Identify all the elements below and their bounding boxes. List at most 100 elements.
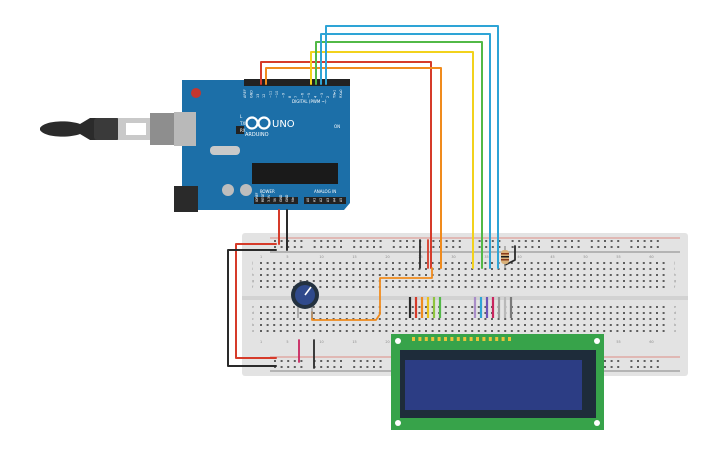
lcd-pin (450, 337, 454, 341)
digital-pin-label: ~3 (320, 93, 324, 98)
potentiometer-knob-indicator-icon (304, 286, 312, 296)
lcd-pin (469, 337, 473, 341)
wire-ground-rail-bridge[interactable] (227, 249, 277, 367)
power-pin-label: 3.3V (267, 194, 271, 202)
lcd-pin (508, 337, 511, 341)
lcd-pin (418, 337, 422, 341)
lcd-16x2-display[interactable] (391, 334, 604, 430)
digital-pin-label: RX◂0 (339, 89, 343, 98)
wire-pin5-d4[interactable] (310, 51, 474, 269)
breadboard-row-letter: f (674, 285, 676, 289)
wire-pin12-rs[interactable] (260, 61, 432, 269)
breadboard-column-number: 15 (352, 255, 356, 259)
lcd-pin (482, 337, 486, 341)
digital-pin-label: 8 (288, 96, 292, 98)
breadboard-row-letter: h (674, 273, 676, 277)
lcd-pin (456, 337, 460, 341)
reset-button[interactable] (191, 88, 201, 98)
analog-pin-label: A4 (332, 198, 336, 202)
power-pin-label: GND (279, 194, 283, 202)
breadboard-column-number: 60 (649, 255, 653, 259)
breadboard-column-number: 15 (352, 340, 356, 344)
breadboard-row-letter: b (674, 323, 676, 327)
digital-header-label: DIGITAL (PWM ~) (292, 99, 327, 104)
breadboard-column-number: 40 (517, 255, 521, 259)
breadboard-row-letter: g (674, 279, 676, 283)
lcd-pin (424, 337, 428, 341)
breadboard-column-number: 1 (260, 340, 262, 344)
lcd-pin (444, 337, 447, 341)
digital-pin-label: 13 (256, 94, 260, 98)
breadboard-row-letter: b (252, 323, 254, 327)
lcd-pin-header (412, 337, 511, 341)
wire-pin2-d7[interactable] (325, 25, 499, 269)
breadboard-column-number: 30 (451, 255, 455, 259)
breadboard-column-number: 55 (616, 340, 620, 344)
wire-pot-contrast[interactable] (311, 267, 433, 321)
digital-pin-label: 7 (294, 96, 298, 98)
breadboard-column-number: 45 (550, 255, 554, 259)
analog-header-label: ANALOG IN (314, 189, 336, 194)
breadboard-row-letter: a (252, 329, 254, 333)
breadboard-row-letter: i (252, 267, 253, 271)
breadboard-row-letter: d (252, 311, 254, 315)
breadboard-column-number: 10 (319, 340, 323, 344)
breadboard-row-letter: f (252, 285, 254, 289)
lcd-pin (437, 337, 441, 341)
digital-pin-label: 2 (326, 96, 330, 98)
wire-pin4-d5[interactable] (315, 41, 483, 269)
analog-pin-label: A2 (319, 198, 323, 202)
breadboard-row-letter: a (674, 329, 676, 333)
breadboard-row-letter: j (673, 261, 675, 265)
breadboard-column-number: 60 (649, 340, 653, 344)
breadboard-column-number: 1 (260, 255, 262, 259)
digital-pin-label: ~10 (275, 91, 279, 98)
lcd-screen (405, 360, 582, 410)
power-pin-label: IOREF (255, 192, 259, 202)
digital-pin-label: AREF (243, 89, 247, 98)
analog-pin-label: A3 (326, 198, 330, 202)
board-brand-text: ARDUINO (245, 132, 269, 138)
analog-header (304, 197, 346, 204)
atmega-chip (252, 163, 338, 184)
digital-pin-label: 4 (313, 96, 317, 98)
breadboard-row-letter: h (252, 273, 254, 277)
arduino-uno-board[interactable]: UNO ARDUINO DIGITAL (PWM ~) POWER ANALOG… (174, 79, 350, 212)
resistor[interactable] (501, 246, 509, 268)
power-pin-label: Vin (291, 197, 295, 202)
wire-pin11-enable[interactable] (265, 67, 442, 269)
digital-pin-label: GND (249, 90, 253, 98)
breadboard-column-number: 55 (616, 255, 620, 259)
breadboard-row-letter: c (674, 317, 676, 321)
digital-pin-label: TX▸1 (333, 90, 337, 99)
breadboard-column-number: 20 (385, 340, 389, 344)
breadboard-row-letter: i (674, 267, 675, 271)
tx-led-label: TX (239, 121, 245, 126)
breadboard-row-letter: j (251, 261, 253, 265)
wire-backlight-gnd[interactable] (504, 245, 516, 266)
analog-pin-label: A1 (313, 198, 317, 202)
wire-pin3-d6[interactable] (320, 33, 491, 269)
breadboard-row-letter: g (252, 279, 254, 283)
digital-pin-label: ~11 (269, 91, 273, 98)
analog-pin-label: A5 (339, 198, 343, 202)
lcd-pin (476, 337, 479, 341)
lcd-pin (495, 337, 499, 341)
lcd-pin (501, 337, 505, 341)
digital-pin-label: ~5 (307, 93, 311, 98)
wire-power-rail-bridge[interactable] (235, 243, 277, 359)
lcd-pin (431, 337, 435, 341)
power-header (254, 197, 298, 204)
l-led-label: L (240, 114, 243, 119)
analog-pin-label: A0 (306, 198, 310, 202)
usb-cable[interactable] (40, 113, 180, 145)
digital-pin-label: ~9 (281, 93, 285, 98)
potentiometer[interactable] (291, 281, 319, 318)
breadboard-column-number: 5 (286, 340, 288, 344)
on-led-label: ON (334, 124, 340, 129)
